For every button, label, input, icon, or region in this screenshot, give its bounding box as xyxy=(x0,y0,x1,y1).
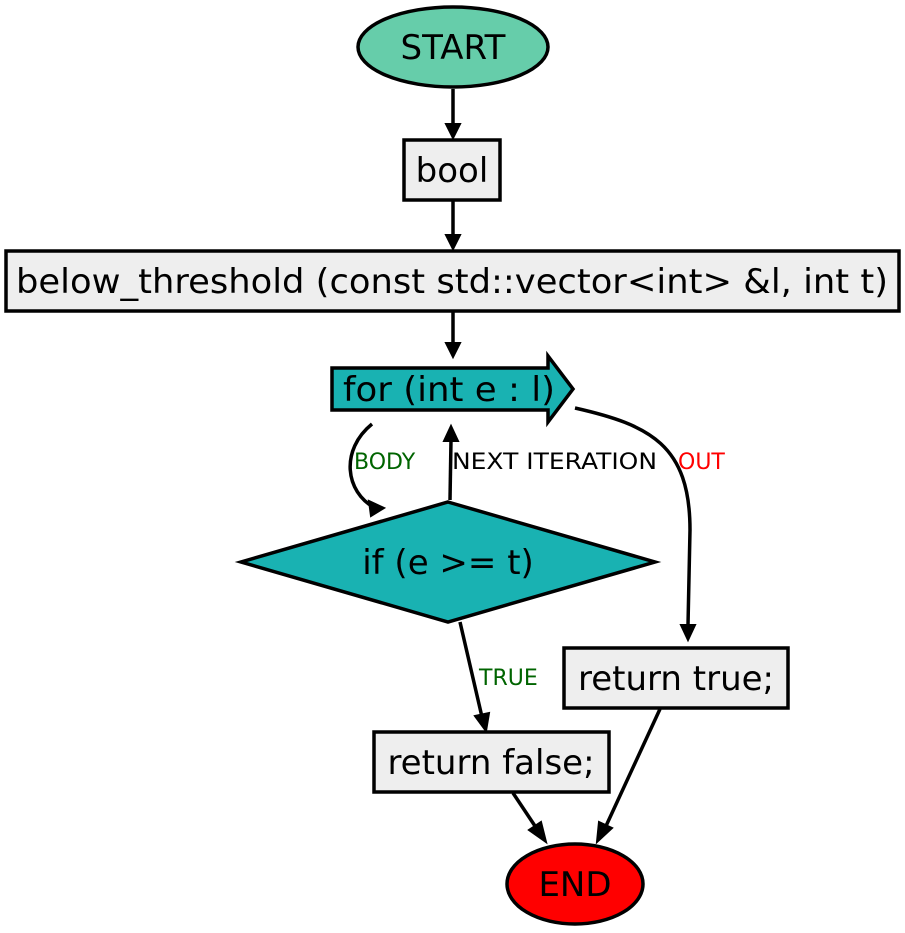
edge-return-true-to-end xyxy=(604,708,662,827)
end-node: END xyxy=(505,842,645,926)
signature-label: below_threshold (const std::vector<int> … xyxy=(16,262,888,302)
edge-label-out: OUT xyxy=(678,450,725,475)
edge-label-true: TRUE xyxy=(478,666,538,691)
return-true-shape xyxy=(562,646,790,710)
loop-shape xyxy=(330,350,576,428)
condition-node: if (e >= t) xyxy=(234,500,662,624)
arrowhead-out xyxy=(679,624,697,643)
condition-label: if (e >= t) xyxy=(362,543,534,583)
return-true-node: return true; xyxy=(562,646,790,710)
signature-shape xyxy=(4,249,901,313)
edge-label-body: BODY xyxy=(354,450,416,475)
end-label: END xyxy=(538,865,611,905)
edge-loop-body-to-condition xyxy=(348,422,376,510)
arrowhead-signature-to-loop xyxy=(444,342,462,360)
edge-label-next-iteration: NEXT ITERATION xyxy=(452,450,657,475)
return-true-label: return true; xyxy=(578,659,774,699)
loop-label: for (int e : l) xyxy=(343,370,555,410)
edge-return-false-to-end xyxy=(511,792,537,827)
loop-node: for (int e : l) xyxy=(330,350,576,428)
arrowhead-true xyxy=(473,711,491,734)
end-shape xyxy=(505,842,645,926)
signature-node: below_threshold (const std::vector<int> … xyxy=(4,249,901,313)
start-shape xyxy=(356,5,550,89)
return-type-node: bool xyxy=(402,138,502,202)
edge-condition-next-iteration-to-loop xyxy=(448,439,453,501)
return-type-shape xyxy=(402,138,502,202)
arrowhead-body xyxy=(367,499,387,518)
arrowhead-bool-to-signature xyxy=(444,234,462,252)
return-false-node: return false; xyxy=(372,730,611,794)
return-type-label: bool xyxy=(416,151,489,191)
start-node: START xyxy=(356,5,550,89)
arrowhead-return-false-to-end xyxy=(527,820,548,845)
return-false-shape xyxy=(372,730,611,794)
arrowhead-next-iteration xyxy=(442,423,460,442)
edge-condition-true-to-return-false xyxy=(458,621,484,718)
start-label: START xyxy=(401,28,506,68)
condition-shape xyxy=(234,500,662,624)
arrowhead-start-to-bool xyxy=(444,123,462,141)
edge-loop-out-to-return-true xyxy=(574,406,692,626)
arrowhead-return-true-to-end xyxy=(595,820,614,845)
return-false-label: return false; xyxy=(387,743,594,783)
